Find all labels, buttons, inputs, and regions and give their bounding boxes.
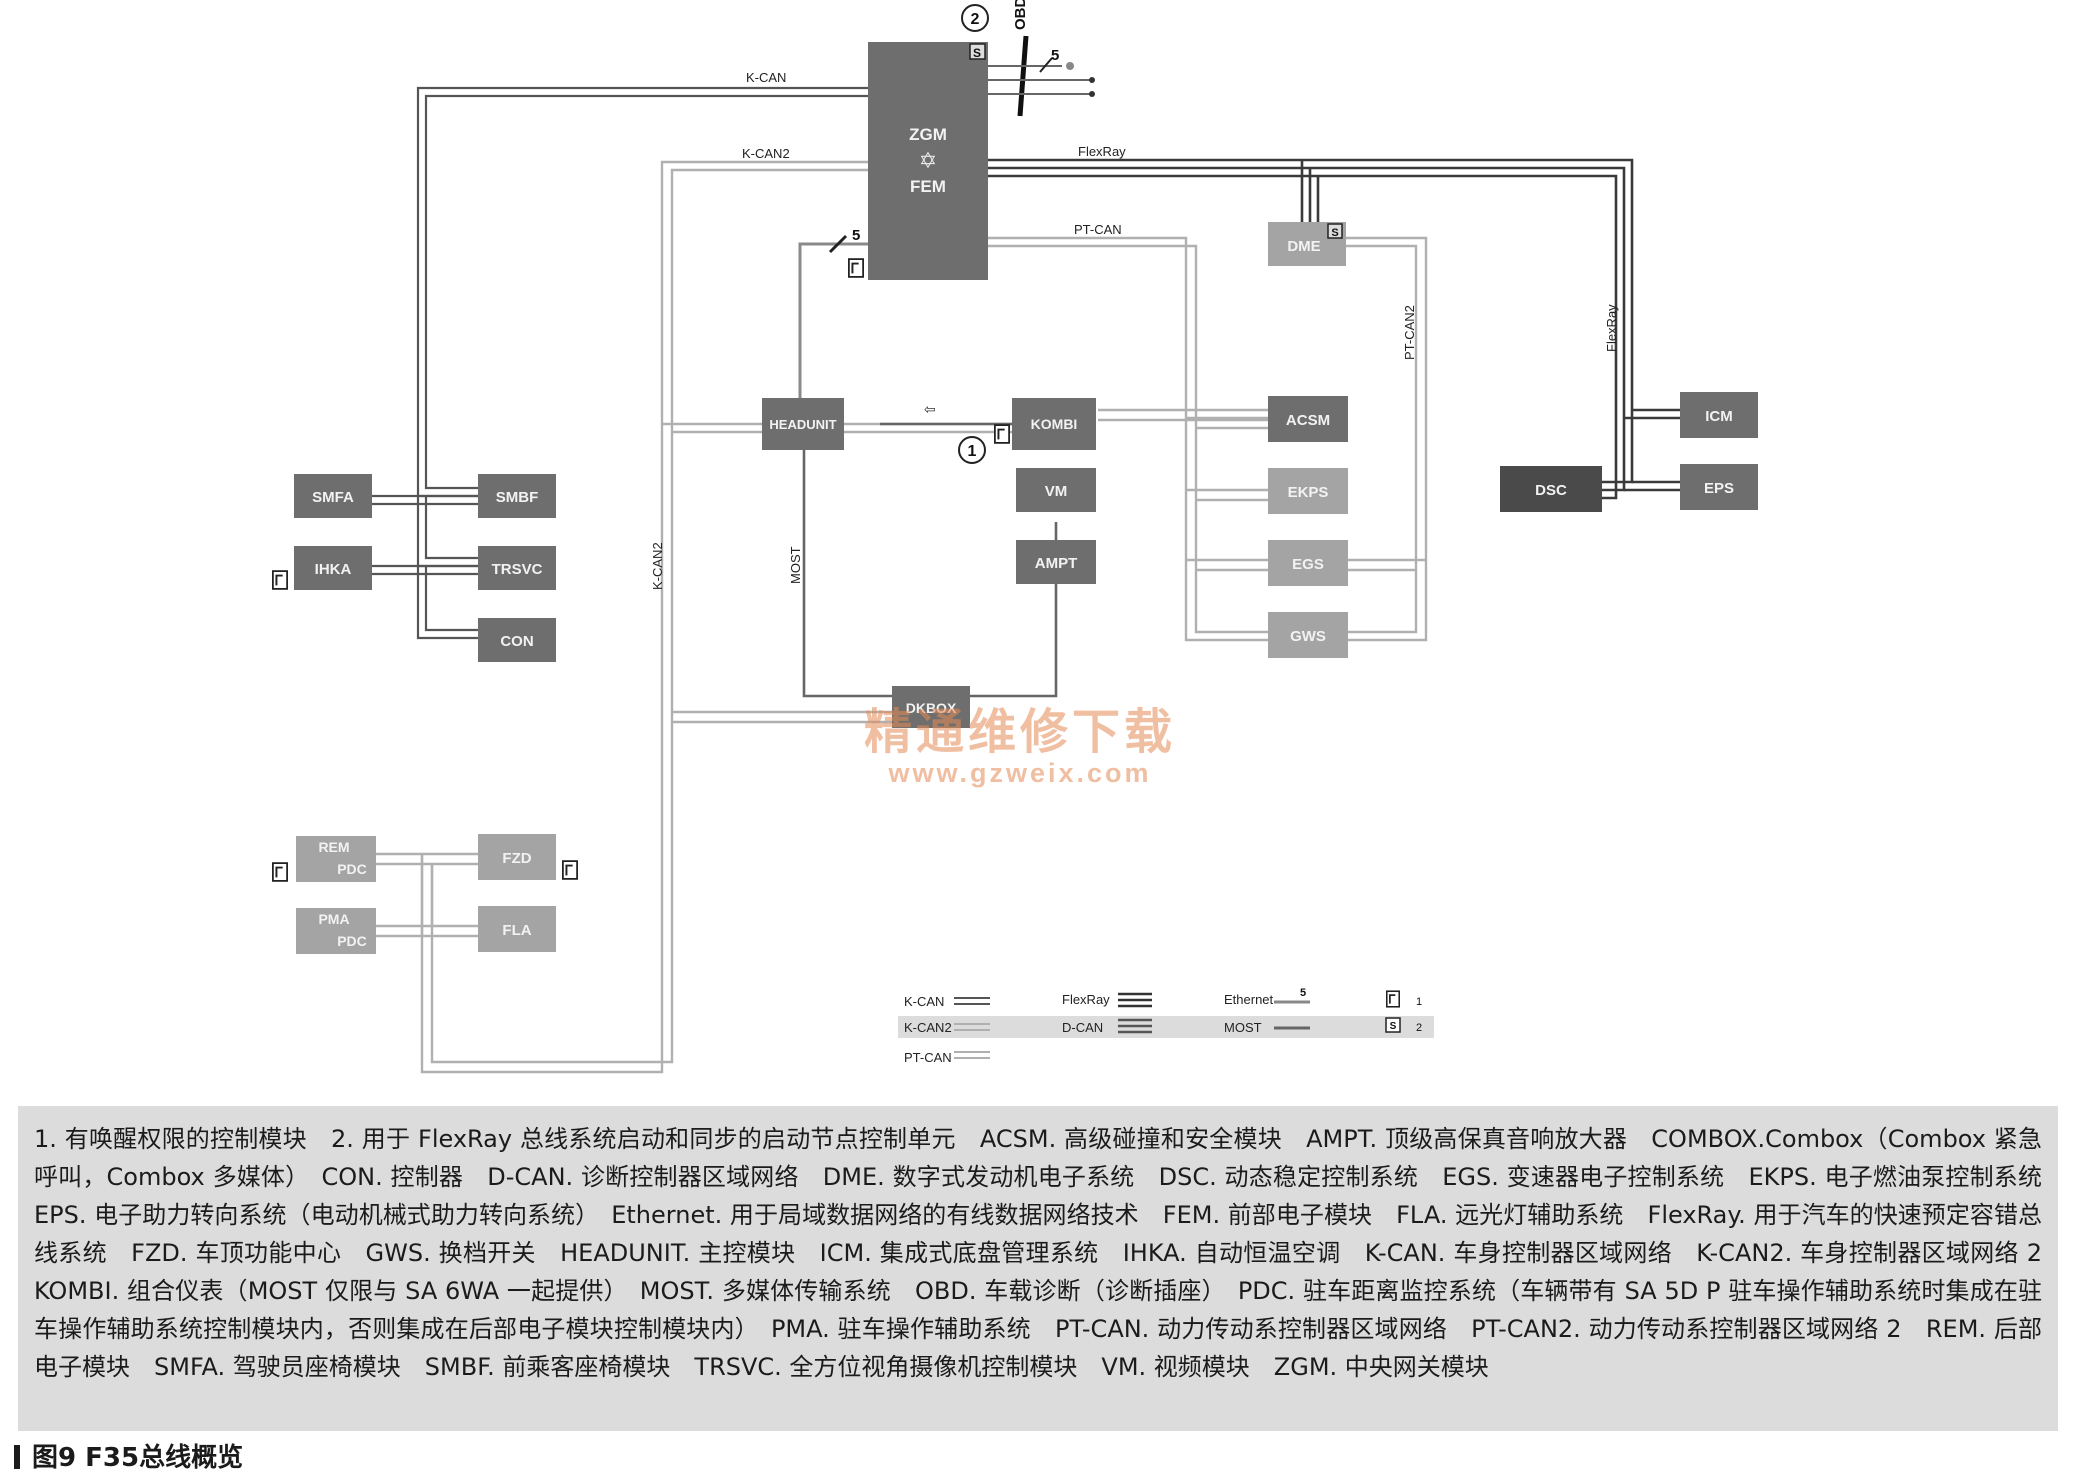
svg-text:DME: DME (1287, 238, 1320, 255)
module-rem-pdc: REM PDC (272, 836, 376, 882)
kcan-label: K-CAN (746, 70, 786, 85)
module-ampt: AMPT (1016, 540, 1096, 584)
svg-text:ACSM: ACSM (1286, 412, 1330, 429)
svg-text:EGS: EGS (1292, 556, 1324, 573)
figure-caption: 1. 有唤醒权限的控制模块 2. 用于 FlexRay 总线系统启动和同步的启动… (18, 1106, 2058, 1431)
module-fla: FLA (478, 906, 556, 952)
svg-text:CON: CON (500, 633, 533, 650)
figure-title-text: 图9 F35总线概览 (32, 1443, 244, 1473)
svg-text:ICM: ICM (1705, 408, 1733, 425)
svg-text:FZD: FZD (502, 850, 531, 867)
zgm-ethernet-count: 5 (852, 227, 860, 244)
svg-text:EPS: EPS (1704, 480, 1734, 497)
kcan-bus (372, 86, 868, 640)
ptcan-label: PT-CAN (1074, 222, 1122, 237)
svg-text:K-CAN: K-CAN (904, 994, 944, 1009)
kcan2-label: K-CAN2 (742, 146, 790, 161)
svg-text:FLA: FLA (502, 922, 531, 939)
figure-title: 图9 F35总线概览 (14, 1437, 243, 1474)
svg-text:GWS: GWS (1290, 628, 1326, 645)
svg-text:www.gzweix.com: www.gzweix.com (887, 758, 1151, 788)
svg-text:FlexRay: FlexRay (1062, 992, 1110, 1007)
module-kombi: KOMBI (994, 398, 1096, 450)
arrow-icon: ⇦ (924, 401, 936, 417)
kcan2-vertical-label: K-CAN2 (650, 542, 665, 590)
bus-diagram: OBD 5 ZGM ✡ FEM S 5 DME S HEADUNIT KOMBI (272, 0, 1758, 1074)
obd-label: OBD (1012, 0, 1029, 30)
svg-text:PT-CAN: PT-CAN (904, 1050, 952, 1065)
svg-text:D-CAN: D-CAN (1062, 1020, 1103, 1035)
module-pma-pdc: PMA PDC (296, 908, 376, 954)
svg-text:5: 5 (1300, 987, 1306, 999)
module-icm: ICM (1680, 392, 1758, 438)
svg-text:SMBF: SMBF (496, 489, 539, 506)
svg-text:TRSVC: TRSVC (492, 561, 543, 578)
svg-text:HEADUNIT: HEADUNIT (769, 417, 836, 432)
module-eps: EPS (1680, 464, 1758, 510)
legend: K-CAN K-CAN2 PT-CAN FlexRay D-CAN Ethern… (898, 987, 1434, 1065)
zgm-label: ZGM (909, 125, 947, 144)
fem-label: FEM (910, 177, 946, 196)
module-egs: EGS (1268, 540, 1348, 586)
star-icon: ✡ (919, 148, 937, 173)
obd-count: 5 (1051, 47, 1059, 64)
module-trsvc: TRSVC (478, 546, 556, 590)
svg-text:SMFA: SMFA (312, 489, 354, 506)
svg-text:PMA: PMA (318, 911, 349, 927)
svg-text:1: 1 (968, 443, 977, 460)
marker-circle-1: 1 (958, 436, 986, 464)
modules: ZGM ✡ FEM S 5 DME S HEADUNIT KOMBI VM (272, 42, 1758, 954)
svg-text:DSC: DSC (1535, 482, 1567, 499)
svg-text:PDC: PDC (337, 861, 367, 877)
kcan2-bus (340, 160, 1012, 1074)
obd-connector: OBD 5 (988, 0, 1095, 117)
module-dsc: DSC (1500, 466, 1602, 512)
watermark: 精通维修下载 www.gzweix.com (864, 706, 1176, 788)
most-label: MOST (788, 546, 803, 584)
svg-text:K-CAN2: K-CAN2 (904, 1020, 952, 1035)
module-gws: GWS (1268, 612, 1348, 658)
marker-circle-2: 2 (961, 4, 989, 32)
zgm-s-mark: S (973, 46, 981, 60)
module-ihka: IHKA (272, 546, 372, 590)
svg-text:Ethernet: Ethernet (1224, 992, 1274, 1007)
svg-text:VM: VM (1045, 483, 1068, 500)
module-smbf: SMBF (478, 474, 556, 518)
ptcan2-label: PT-CAN2 (1402, 305, 1417, 360)
flexray-vertical-label: FlexRay (1604, 304, 1619, 352)
ptcan-bus (988, 236, 1268, 642)
svg-text:IHKA: IHKA (315, 561, 352, 578)
module-smfa: SMFA (294, 474, 372, 518)
svg-text:REM: REM (318, 839, 349, 855)
svg-text:MOST: MOST (1224, 1020, 1262, 1035)
svg-text:EKPS: EKPS (1288, 484, 1329, 501)
svg-text:PDC: PDC (337, 933, 367, 949)
module-vm: VM (1016, 468, 1096, 512)
module-headunit: HEADUNIT (762, 398, 844, 450)
svg-text:AMPT: AMPT (1035, 555, 1078, 572)
module-con: CON (478, 618, 556, 662)
svg-text:2: 2 (971, 11, 980, 28)
module-combox: DKBOX (892, 686, 970, 728)
bus-labels: K-CAN K-CAN2 FlexRay PT-CAN PT-CAN2 Flex… (650, 70, 1619, 590)
svg-text:1: 1 (1416, 996, 1422, 1008)
svg-text:DKBOX: DKBOX (906, 700, 957, 716)
svg-text:S: S (1390, 1021, 1397, 1032)
title-bar (14, 1445, 20, 1469)
svg-text:KOMBI: KOMBI (1031, 416, 1078, 432)
module-dme: DME S (1268, 222, 1346, 266)
dme-s-mark: S (1331, 227, 1338, 239)
module-fzd: FZD (478, 834, 578, 880)
flexray-bus (988, 158, 1680, 500)
flexray-label: FlexRay (1078, 144, 1126, 159)
module-zgm-fem: ZGM ✡ FEM S 5 (848, 42, 988, 280)
module-acsm: ACSM (1268, 396, 1348, 442)
svg-text:精通维修下载: 精通维修下载 (864, 706, 1176, 759)
ethernet-bus (798, 234, 868, 398)
svg-text:2: 2 (1416, 1022, 1422, 1034)
module-ekps: EKPS (1268, 468, 1348, 514)
ptcan2-bus (1346, 236, 1428, 642)
